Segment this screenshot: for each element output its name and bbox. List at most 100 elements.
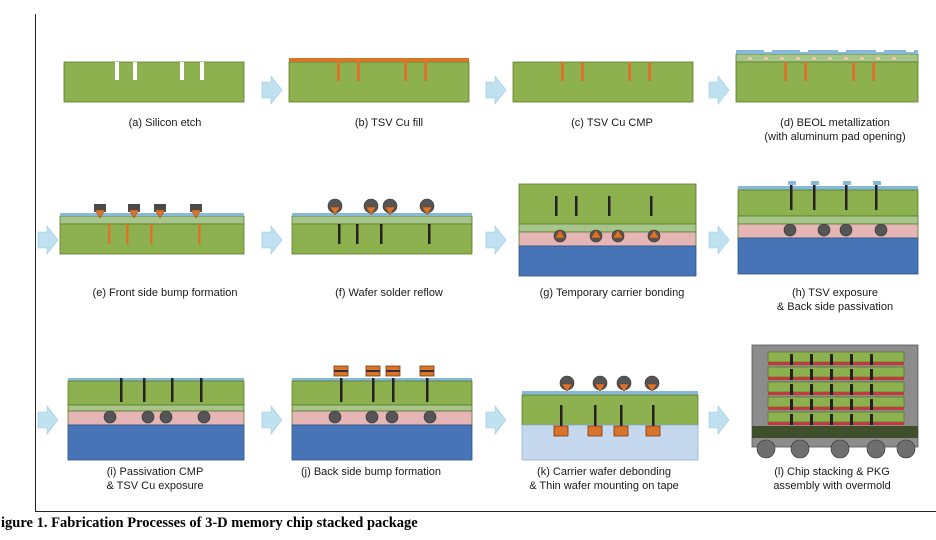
beol-layer bbox=[737, 215, 919, 225]
exposed-tsv bbox=[790, 182, 793, 210]
solder-ball bbox=[874, 223, 888, 237]
tsv-copper bbox=[852, 62, 855, 81]
metal-line bbox=[860, 57, 864, 60]
tsv-copper bbox=[581, 62, 584, 81]
tsv-copper bbox=[338, 224, 341, 244]
caption-c: (c) TSV Cu CMP bbox=[571, 117, 653, 129]
tsv-cap bbox=[843, 181, 851, 185]
bump-layer bbox=[386, 370, 400, 372]
carrier-wafer bbox=[67, 424, 245, 461]
tsv-copper bbox=[784, 62, 787, 81]
carrier-wafer bbox=[518, 245, 697, 277]
process-arrow bbox=[708, 405, 730, 435]
bump-layer bbox=[366, 370, 380, 372]
tsv bbox=[608, 196, 611, 216]
caption-i: (i) Passivation CMP& TSV Cu exposure bbox=[106, 466, 204, 492]
solder-bump bbox=[94, 209, 106, 219]
pad-opening bbox=[906, 48, 914, 52]
backside-bump bbox=[645, 425, 661, 437]
die-tsv bbox=[790, 414, 793, 425]
die-tsv bbox=[870, 414, 873, 425]
caption-g: (g) Temporary carrier bonding bbox=[539, 287, 685, 299]
process-arrow bbox=[708, 75, 730, 105]
process-arrow bbox=[261, 405, 283, 435]
stacked-die bbox=[767, 381, 905, 393]
die-tsv bbox=[790, 384, 793, 395]
solder-ball bbox=[817, 223, 831, 237]
die-tsv bbox=[850, 354, 853, 365]
solder-bump bbox=[128, 209, 140, 219]
step-f-wafer bbox=[291, 198, 473, 255]
metal-line bbox=[828, 57, 832, 60]
step-i-stack bbox=[67, 378, 245, 461]
silicon-wafer bbox=[521, 394, 699, 426]
temporary-adhesive bbox=[518, 231, 697, 247]
die-bond-layer bbox=[768, 362, 904, 365]
process-arrow bbox=[708, 225, 730, 255]
die-tsv bbox=[790, 369, 793, 380]
tsv-copper bbox=[340, 378, 343, 402]
tsv-copper bbox=[628, 62, 631, 81]
die-tsv bbox=[830, 354, 833, 365]
bump-pillar bbox=[329, 206, 341, 216]
bump-pillar bbox=[365, 206, 377, 216]
caption-k: (k) Carrier wafer debonding& Thin wafer … bbox=[529, 466, 679, 492]
metal-line bbox=[812, 57, 816, 60]
backside-bump bbox=[613, 425, 629, 437]
step-a-wafer bbox=[63, 61, 245, 103]
tsv-copper bbox=[424, 62, 427, 81]
tsv bbox=[652, 405, 655, 427]
tsv-trench bbox=[180, 62, 184, 80]
step-b-wafer bbox=[288, 58, 470, 103]
die-bond-layer bbox=[768, 392, 904, 395]
bump-pillar bbox=[554, 229, 566, 239]
solder-ball bbox=[328, 410, 342, 424]
silicon-wafer bbox=[737, 189, 919, 217]
pad bbox=[72, 213, 80, 216]
solder-ball bbox=[103, 410, 117, 424]
bump-pillar bbox=[561, 383, 573, 393]
figure-caption: 'igure 1. Fabrication Processes of 3-D m… bbox=[0, 515, 418, 531]
tsv-copper bbox=[356, 224, 359, 244]
step-d-wafer bbox=[735, 48, 919, 103]
bump-pillar bbox=[590, 229, 602, 239]
solder-ball bbox=[365, 410, 379, 424]
tsv-copper bbox=[150, 224, 153, 244]
stacked-die bbox=[767, 396, 905, 408]
solder-ball bbox=[197, 410, 211, 424]
tsv-copper bbox=[171, 378, 174, 402]
pad-opening bbox=[876, 48, 884, 52]
exposed-tsv bbox=[813, 182, 816, 210]
die-bond-layer bbox=[768, 422, 904, 425]
passivation-layer bbox=[522, 391, 698, 395]
metal-line bbox=[796, 57, 800, 60]
stacked-die bbox=[767, 351, 905, 363]
tsv-copper bbox=[872, 62, 875, 81]
tsv bbox=[620, 405, 623, 427]
bump-layer bbox=[334, 370, 348, 372]
beol-layer bbox=[518, 223, 697, 233]
metal-line bbox=[748, 57, 752, 60]
bump-cap bbox=[190, 204, 202, 212]
temporary-adhesive bbox=[67, 410, 245, 426]
tsv bbox=[560, 405, 563, 427]
caption-j: (j) Back side bump formation bbox=[301, 466, 441, 478]
step-h-stack bbox=[737, 181, 919, 275]
tsv bbox=[575, 196, 578, 216]
caption-d: (d) BEOL metallization(with aluminum pad… bbox=[764, 117, 906, 143]
die-tsv bbox=[850, 399, 853, 410]
process-arrow bbox=[261, 225, 283, 255]
step-g-stack bbox=[518, 183, 697, 277]
tsv-cap bbox=[873, 181, 881, 185]
process-arrow bbox=[37, 225, 59, 255]
tsv-trench bbox=[115, 62, 119, 80]
tsv-copper bbox=[337, 62, 340, 81]
tsv-cap bbox=[811, 181, 819, 185]
pad bbox=[234, 213, 242, 216]
die-tsv bbox=[850, 414, 853, 425]
package-substrate bbox=[752, 426, 918, 438]
process-arrow bbox=[37, 405, 59, 435]
die-bond-layer bbox=[768, 377, 904, 380]
bump-cap bbox=[94, 204, 106, 212]
caption-b: (b) TSV Cu fill bbox=[354, 117, 424, 129]
